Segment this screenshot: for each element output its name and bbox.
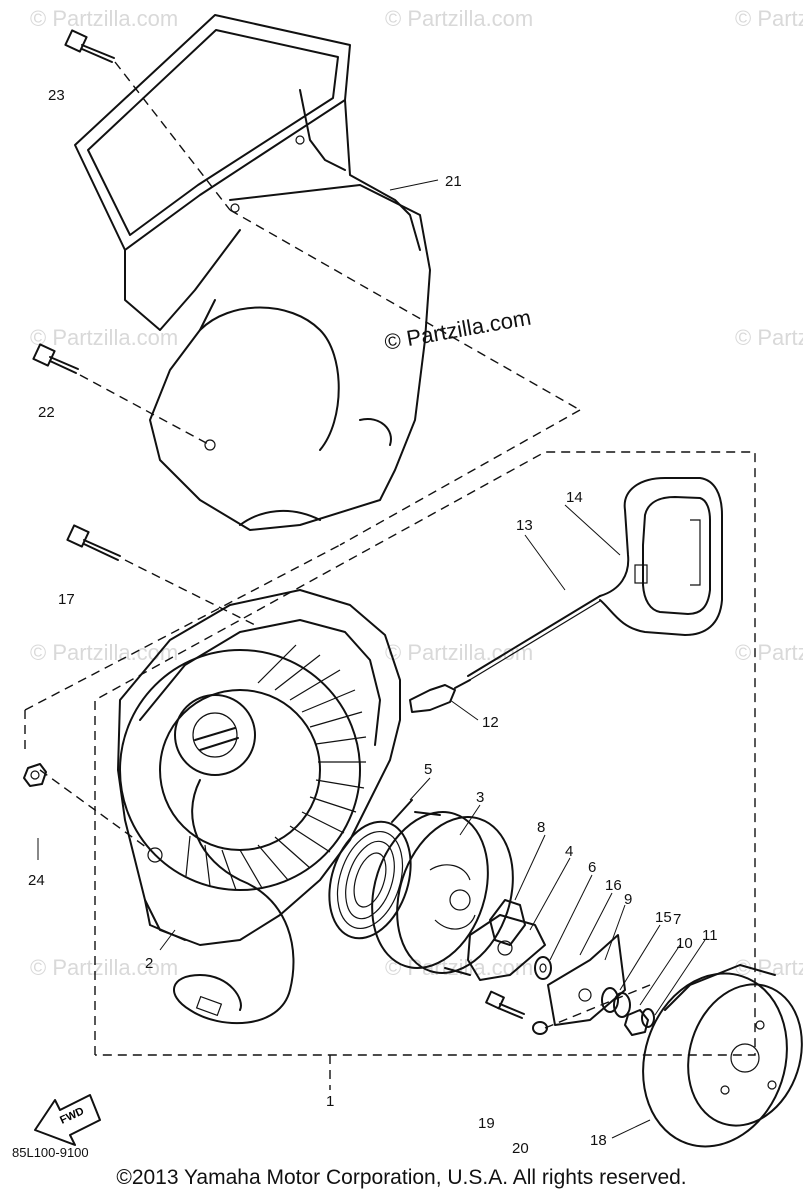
bolt-22-drawing (32, 343, 79, 374)
part-label-16: 16 (605, 877, 622, 894)
label-leaders (37, 179, 706, 1139)
part-label-8: 8 (537, 819, 545, 836)
part-label-24: 24 (28, 872, 45, 889)
center-watermark: © Partzilla.com (383, 305, 533, 355)
part-label-19: 19 (478, 1115, 495, 1132)
watermark: © Partzilla.com (30, 955, 178, 980)
part-label-9: 9 (624, 891, 632, 908)
watermark: © Partzilla.com (735, 640, 803, 665)
washer-6-drawing (534, 956, 552, 980)
starter-rope-13-drawing (467, 595, 601, 682)
part-label-14: 14 (566, 489, 583, 506)
part-label-5: 5 (424, 761, 432, 778)
guide-4-drawing (467, 914, 546, 981)
part-label-4: 4 (565, 843, 573, 860)
part-labels: 23 21 22 14 13 17 12 5 3 24 8 4 6 16 9 1… (28, 87, 718, 1157)
part-label-18: 18 (590, 1132, 607, 1149)
fwd-arrow-icon: FWD (34, 1094, 101, 1146)
bolt-23-drawing (64, 29, 115, 63)
watermark: © Partzilla.com (30, 325, 178, 350)
watermark: © Partzilla.com (30, 6, 178, 31)
part-label-21: 21 (445, 173, 462, 190)
part-label-2: 2 (145, 955, 153, 972)
rope-guide-12-drawing (409, 679, 471, 713)
washer-11-drawing (641, 1008, 655, 1028)
fan-shroud-drawing (74, 14, 431, 531)
part-label-15: 15 (655, 909, 672, 926)
watermark: © Partzilla.com (735, 325, 803, 350)
part-label-12: 12 (482, 714, 499, 731)
starter-handle-14-drawing (599, 477, 723, 636)
part-label-17: 17 (58, 591, 75, 608)
copyright-notice: ©2013 Yamaha Motor Corporation, U.S.A. A… (116, 1166, 687, 1189)
washer-20-drawing (532, 1021, 548, 1035)
spring-5-drawing (328, 799, 413, 940)
diagram-code: 85L100-9100 (12, 1145, 89, 1160)
pawl-8-drawing (489, 899, 526, 946)
bolt-19-drawing (485, 990, 525, 1019)
watermark: © Partzilla.com (385, 6, 533, 31)
part-label-11: 11 (702, 927, 718, 944)
part-label-1: 1 (326, 1093, 334, 1110)
spring-15-drawing (601, 987, 631, 1018)
part-label-23: 23 (48, 87, 65, 104)
part-label-20: 20 (512, 1140, 529, 1157)
part-label-6: 6 (588, 859, 596, 876)
bolt-17-drawing (66, 524, 121, 561)
part-label-13: 13 (516, 517, 533, 534)
starter-cover-18-drawing (642, 964, 803, 1148)
nut-10-drawing (624, 1009, 649, 1036)
part-label-7: 7 (673, 911, 681, 928)
part-label-3: 3 (476, 789, 484, 806)
watermark: © Partzilla.com (30, 640, 178, 665)
sheave-drum-3-drawing (371, 811, 514, 976)
nut-24-drawing (23, 763, 47, 787)
watermark: © Partzilla.com (735, 6, 803, 31)
part-label-10: 10 (676, 935, 693, 952)
part-label-22: 22 (38, 404, 55, 421)
watermark-layer: © Partzilla.com © Partzilla.com © Partzi… (30, 6, 803, 980)
watermark: © Partzilla.com (385, 640, 533, 665)
leader-lines (39, 61, 651, 1029)
plate-9-drawing (547, 934, 626, 1026)
